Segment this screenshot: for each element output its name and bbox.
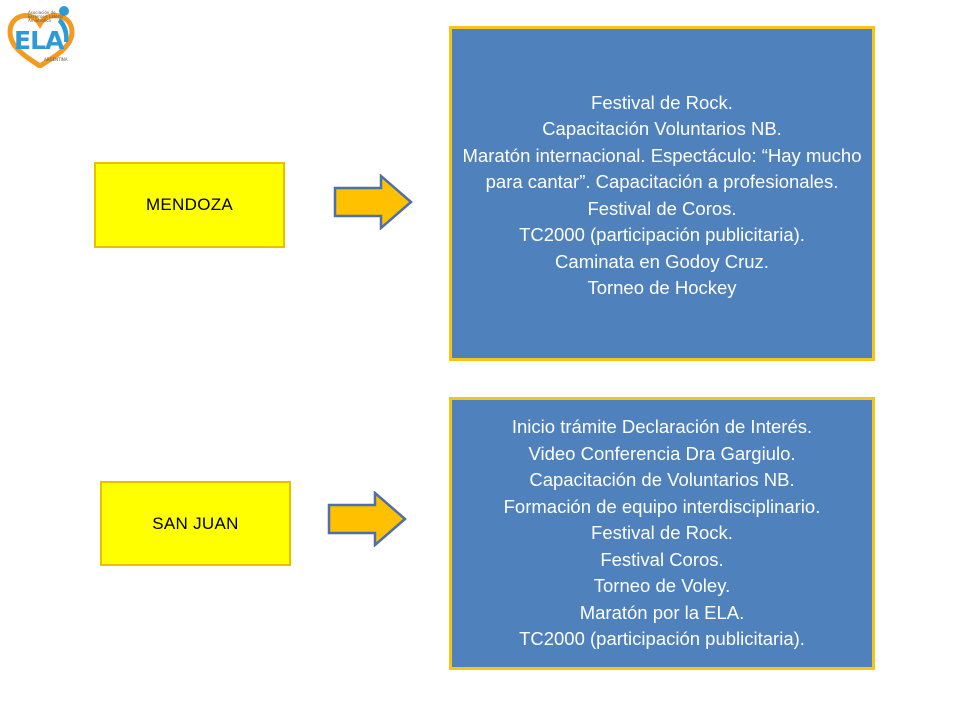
- activity-item: Maratón por la ELA.: [579, 601, 745, 623]
- logo-word: ELA: [14, 26, 64, 55]
- activity-list-mendoza: Festival de Rock. Capacitación Voluntari…: [449, 26, 875, 361]
- activity-item: Formación de equipo interdisciplinario.: [503, 495, 821, 517]
- activity-item: Capacitación de Voluntarios NB.: [529, 469, 795, 491]
- activity-item: Video Conferencia Dra Gargiulo.: [528, 442, 796, 464]
- activity-item: Festival de Rock.: [591, 91, 733, 113]
- activity-item: Capacitación Voluntarios NB.: [542, 118, 782, 139]
- logo-country: ARGENTINA: [44, 57, 68, 62]
- activity-item: Festival Coros.: [600, 548, 724, 570]
- activity-list-san-juan: Inicio trámite Declaración de Interés. V…: [449, 397, 875, 670]
- activity-item: Inicio trámite Declaración de Interés.: [511, 416, 813, 438]
- activity-item: Caminata en Godoy Cruz.: [555, 250, 769, 272]
- activity-item: Festival de Coros.: [587, 197, 737, 219]
- activity-item: Maratón internacional. Espectáculo: “Hay…: [462, 144, 862, 193]
- region-label-mendoza: MENDOZA: [145, 195, 234, 214]
- logo-emblem-icon: [7, 6, 75, 68]
- ela-logo: Asociación de Esclerosis Lateral Amiotró…: [2, 2, 80, 68]
- activity-item: Torneo de Hockey: [587, 277, 737, 298]
- arrow-right-icon: [333, 174, 413, 230]
- activity-item: TC2000 (participación publicitaria).: [519, 224, 805, 245]
- region-label-san-juan: SAN JUAN: [152, 513, 239, 533]
- activity-item: Torneo de Voley.: [593, 575, 731, 597]
- region-box-san-juan: SAN JUAN: [100, 481, 291, 566]
- activity-item: TC2000 (participación publicitaria).: [519, 628, 805, 650]
- arrow-right-icon: [327, 491, 407, 547]
- logo-small-text: Asociación de Esclerosis Lateral Amiotró…: [28, 10, 63, 23]
- activity-item: Festival de Rock.: [591, 522, 733, 544]
- region-box-mendoza: MENDOZA: [94, 162, 285, 248]
